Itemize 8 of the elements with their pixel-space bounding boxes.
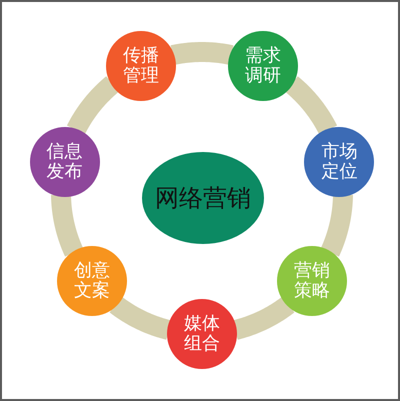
topic-label: 信息发布: [46, 142, 84, 182]
topic-label: 市场定位: [320, 142, 358, 182]
topic-label: 媒体组合: [183, 314, 221, 354]
topic-label: 需求调研: [244, 46, 282, 86]
center-label: 网络营销: [155, 184, 251, 212]
topic-label: 营销策略: [293, 260, 332, 301]
topic-label: 创意文案: [72, 260, 111, 301]
topic-label: 传播管理: [122, 46, 160, 86]
